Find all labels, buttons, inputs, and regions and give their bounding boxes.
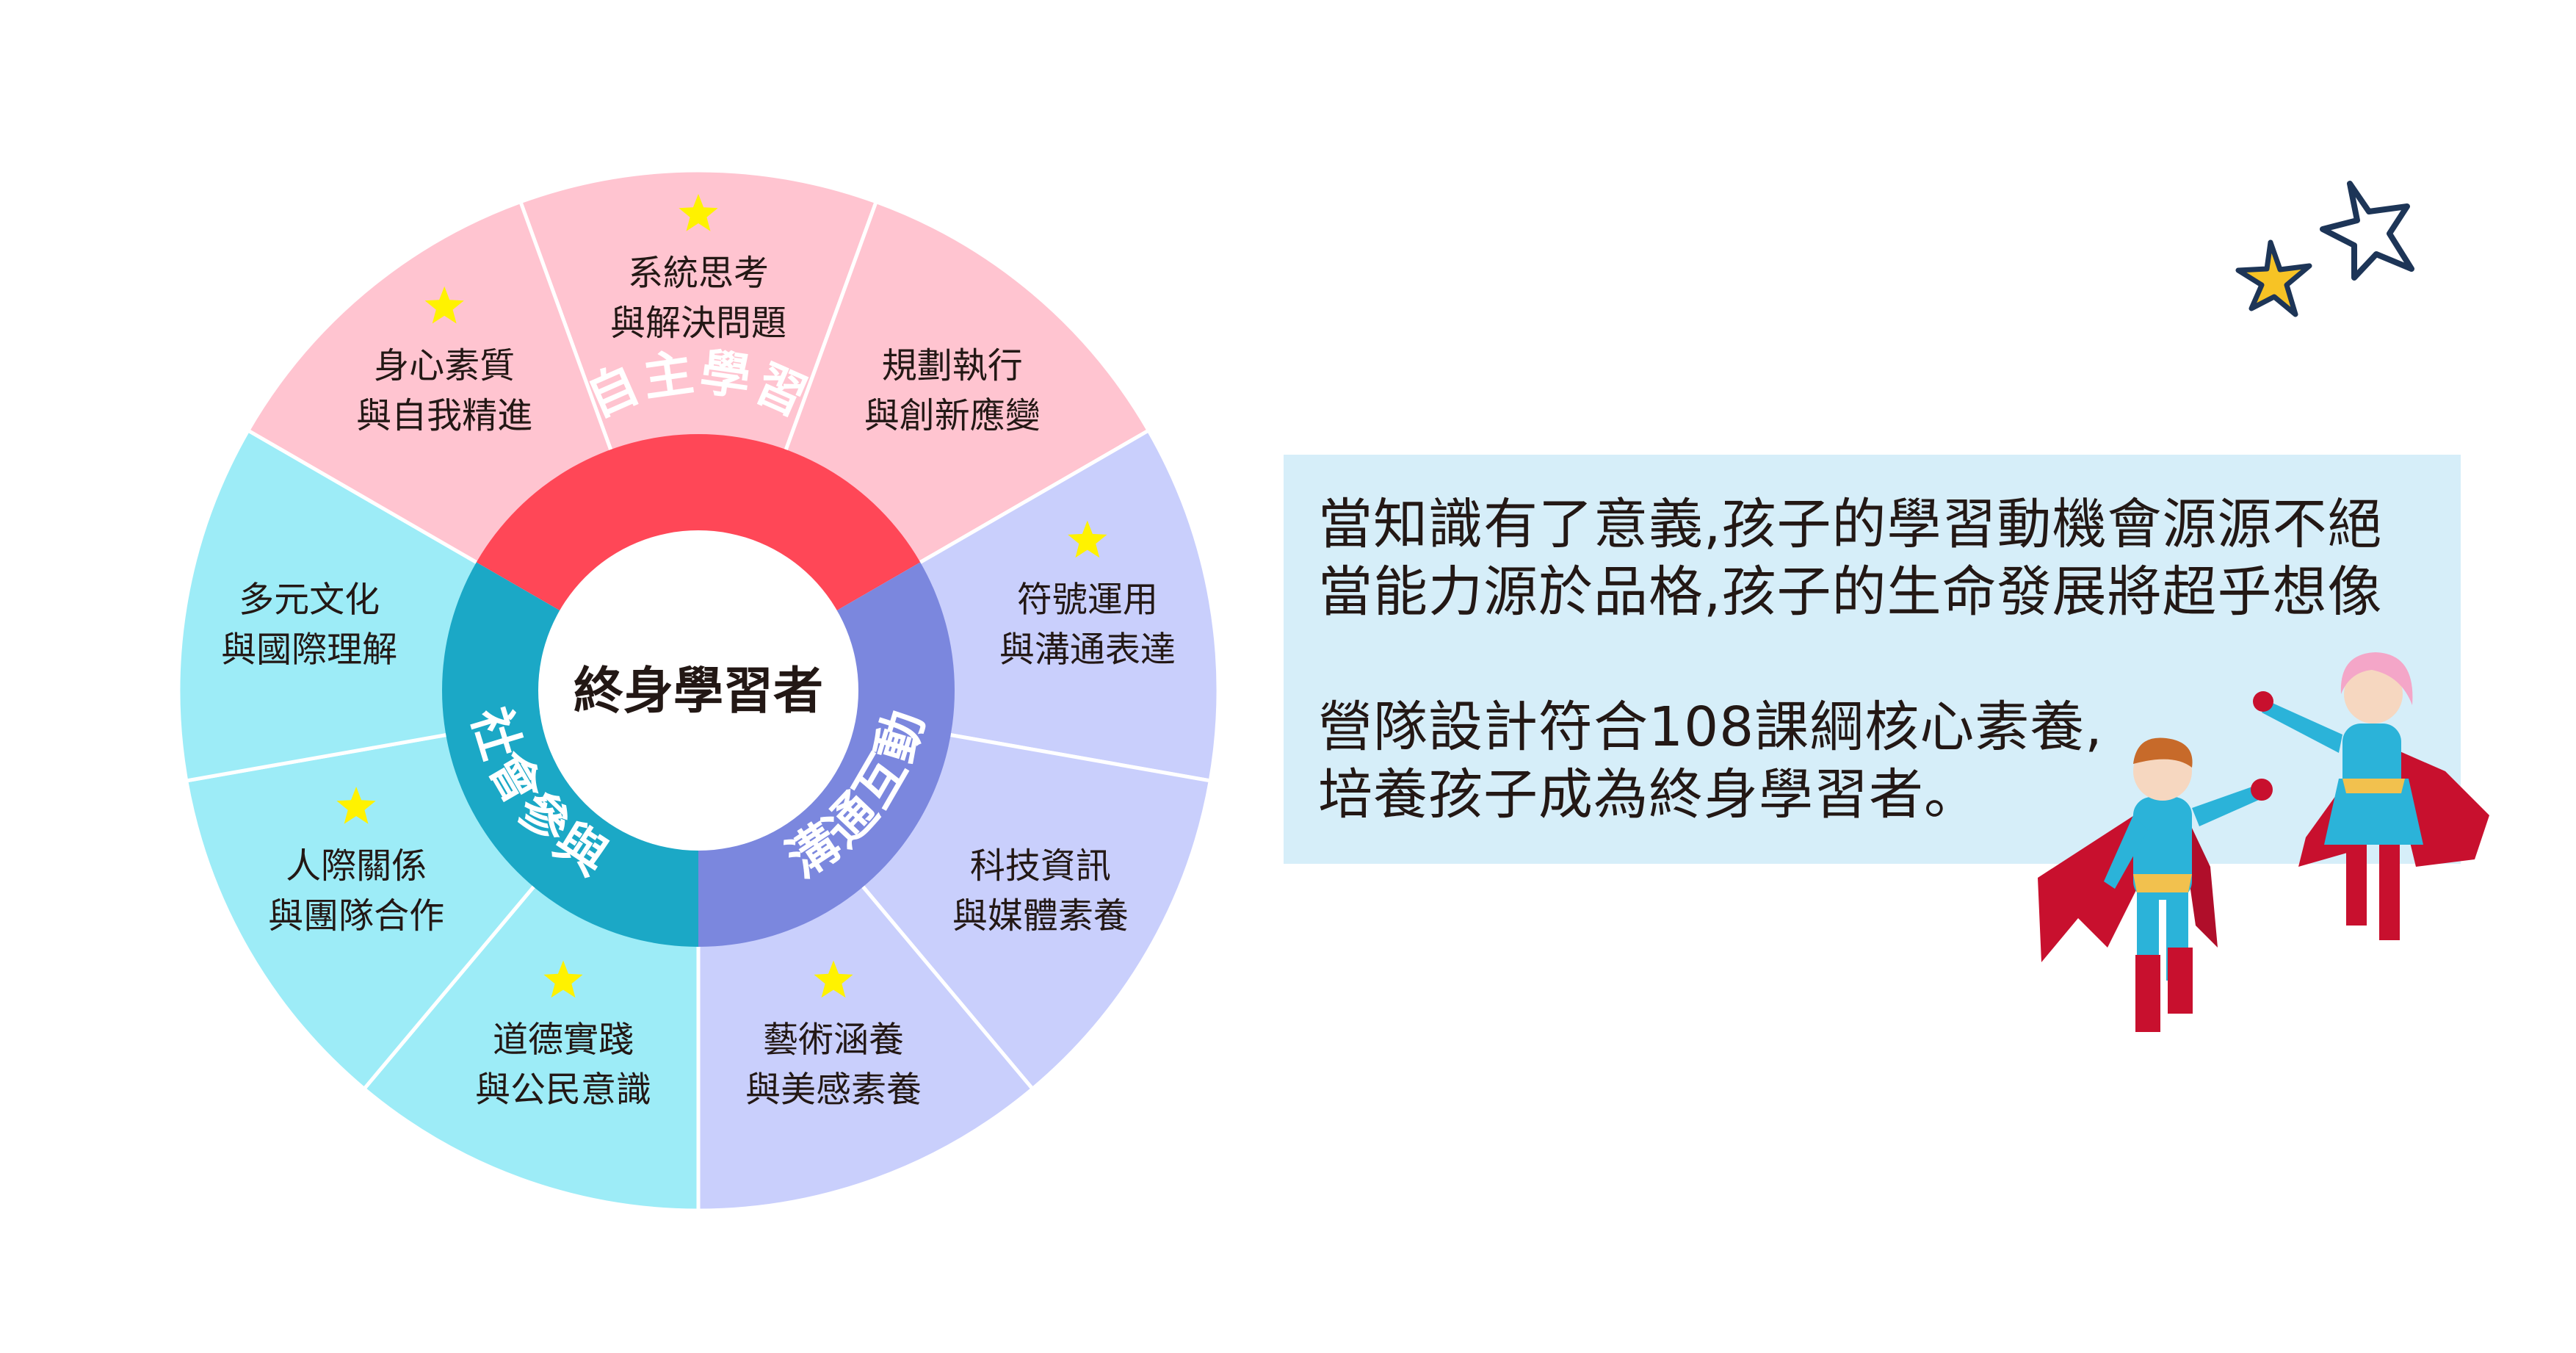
segment-label: 與解決問題: [610, 303, 786, 344]
info-line: 培養孩子成為終身學習者。: [1318, 763, 1979, 826]
segment-label: 與公民意識: [475, 1069, 651, 1111]
segment-label: 道德實踐: [493, 1020, 634, 1061]
info-line: 當能力源於品格,孩子的生命發展將超乎想像: [1318, 560, 2383, 624]
segment-label: 與國際理解: [221, 629, 397, 671]
center-circle: [538, 530, 858, 851]
segment-label: 藝術涵養: [763, 1020, 904, 1061]
segment-label: 多元文化: [239, 580, 380, 621]
segment-label: 人際關係: [286, 845, 427, 887]
star-icon: [424, 286, 464, 324]
segment-label: 系統思考: [628, 253, 769, 294]
star-icon: [336, 787, 376, 824]
segment-label: 與美感素養: [745, 1069, 922, 1111]
star-icon: [543, 960, 583, 998]
segment-label: 科技資訊: [970, 845, 1111, 887]
star-icon: [814, 960, 853, 998]
info-line: 當知識有了意義,孩子的學習動機會源源不絕: [1318, 493, 2383, 556]
info-paragraph-2: 營隊設計符合108課綱核心素養, 培養孩子成為終身學習者。: [1318, 693, 2103, 829]
info-line: 營隊設計符合108課綱核心素養,: [1318, 696, 2103, 759]
segment-label: 與自我精進: [356, 395, 532, 436]
segment-label: 規劃執行: [882, 345, 1023, 386]
star-icon: [1068, 520, 1107, 558]
segment-label: 與創新應變: [864, 395, 1041, 436]
segment-label: 與媒體素養: [952, 895, 1129, 937]
center-label: 終身學習者: [574, 663, 823, 721]
segment-label: 與團隊合作: [268, 895, 444, 937]
ring-segment: [476, 434, 921, 613]
info-paragraph-1: 當知識有了意義,孩子的學習動機會源源不絕 當能力源於品格,孩子的生命發展將超乎想…: [1318, 491, 2383, 626]
star-icon: [679, 194, 718, 231]
ring-segment: [698, 562, 955, 947]
segment-label: 身心素質: [374, 345, 515, 386]
ring-segment: [441, 562, 698, 947]
segment-label: 符號運用: [1017, 580, 1158, 621]
segment-label: 與溝通表達: [999, 629, 1176, 671]
